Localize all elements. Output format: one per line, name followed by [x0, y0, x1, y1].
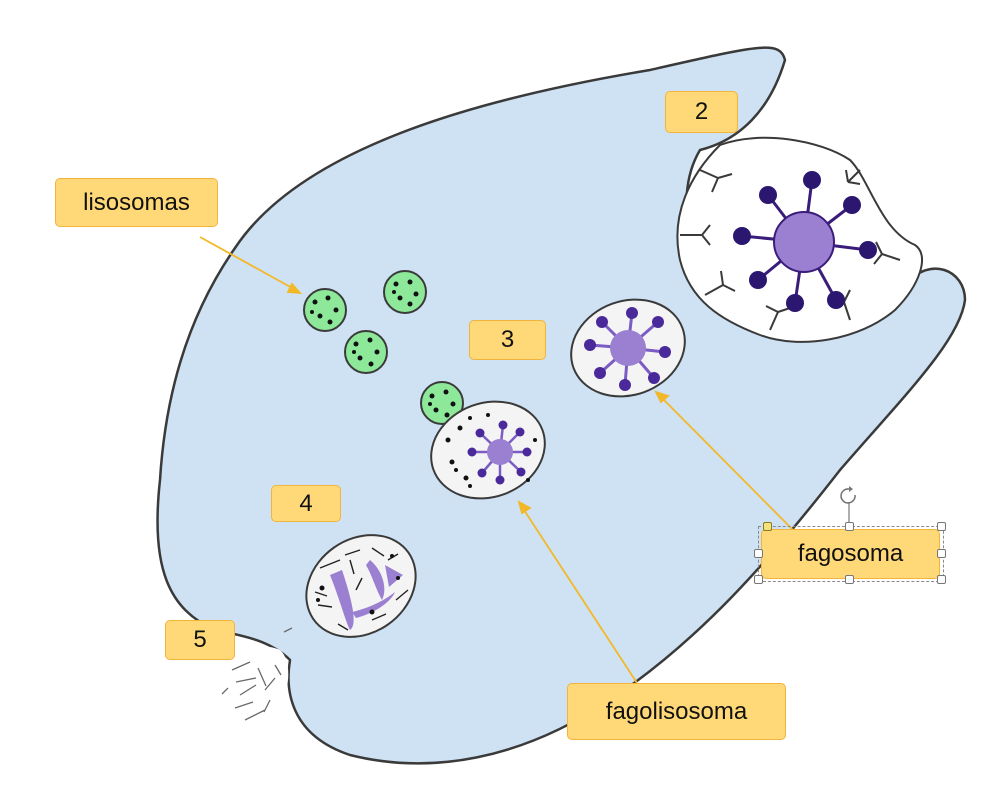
resize-handle-icon[interactable] [845, 575, 854, 584]
label-step-4: 4 [271, 485, 341, 522]
rotate-handle-icon[interactable] [838, 485, 860, 525]
lysosome [383, 270, 427, 314]
label-fagolisosoma: fagolisosoma [567, 683, 786, 740]
arrow-lisosomas [199, 236, 295, 290]
lysosome [420, 381, 464, 425]
label-lisosomas: lisosomas [55, 178, 218, 227]
label-step-2: 2 [665, 91, 738, 133]
phagolysosome [430, 400, 546, 500]
annotation-arrows [199, 236, 794, 684]
bacterium-large [733, 171, 877, 312]
selection-frame[interactable] [758, 526, 944, 582]
arrow-fagosoma [662, 398, 794, 531]
label-step-5: 5 [165, 620, 235, 660]
resize-handle-icon[interactable] [937, 549, 946, 558]
phagosome [570, 298, 686, 398]
resize-handle-icon[interactable] [937, 522, 946, 531]
label-step-3: 3 [469, 320, 546, 360]
resize-handle-icon[interactable] [763, 522, 772, 531]
resize-handle-icon[interactable] [754, 575, 763, 584]
resize-handle-icon[interactable] [937, 575, 946, 584]
resize-handle-icon[interactable] [754, 549, 763, 558]
exocytosis-debris [221, 627, 293, 721]
arrow-fagolisosoma [523, 509, 638, 684]
lysosome [344, 330, 388, 374]
label-fagosoma[interactable]: fagosoma [761, 529, 940, 579]
lysosomes [303, 270, 464, 425]
lysosome [303, 288, 347, 332]
residual-body [305, 534, 417, 638]
